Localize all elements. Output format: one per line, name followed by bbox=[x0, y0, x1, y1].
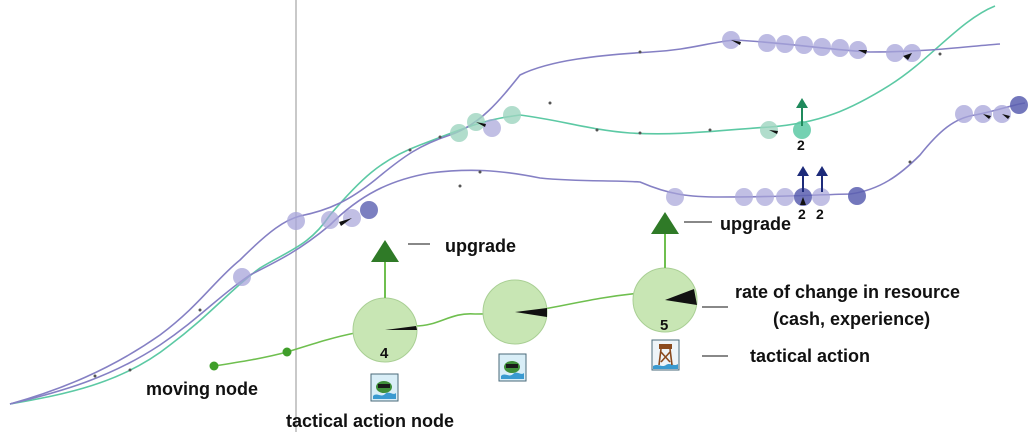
trajectory-node bbox=[955, 105, 973, 123]
label-moving-node: moving node bbox=[146, 379, 258, 399]
tactical-node-c-number: 5 bbox=[660, 317, 668, 334]
trajectory-node bbox=[1010, 96, 1028, 114]
label-tactical-action-node: tactical action node bbox=[286, 411, 454, 431]
teal-trajectory bbox=[9, 5, 996, 405]
blue-upgrade-arrow-1 bbox=[797, 166, 809, 192]
label-upgrade-right: upgrade bbox=[720, 214, 791, 234]
trajectory-nodes bbox=[233, 31, 1028, 286]
trajectory-node bbox=[483, 119, 501, 137]
blue-upgrade-count-2: 2 bbox=[816, 206, 824, 222]
teal-upgrade-arrow bbox=[796, 98, 808, 126]
trajectory-node bbox=[776, 188, 794, 206]
trajectory-node bbox=[758, 34, 776, 52]
tactical-node-a-number: 4 bbox=[380, 345, 389, 362]
blue-upgrade-count-1: 2 bbox=[798, 206, 806, 222]
blue-upgrade-arrow-2 bbox=[816, 166, 828, 192]
moving-node-dot bbox=[209, 361, 219, 371]
trajectory-node bbox=[776, 35, 794, 53]
tactical-action-icon bbox=[498, 353, 527, 382]
upgrade-marker-left bbox=[371, 240, 399, 298]
trajectory-wedges bbox=[339, 40, 1010, 226]
trajectory-node bbox=[360, 201, 378, 219]
tactical-node-a bbox=[352, 297, 418, 363]
trajectory-node bbox=[666, 188, 684, 206]
trajectory-node bbox=[503, 106, 521, 124]
trajectory-node bbox=[233, 268, 251, 286]
moving-node-path bbox=[213, 290, 681, 367]
path-dots bbox=[93, 50, 942, 378]
trajectory-node bbox=[450, 124, 468, 142]
trajectory-node bbox=[756, 188, 774, 206]
tower-icon bbox=[651, 339, 680, 371]
upgrade-marker-right bbox=[651, 212, 679, 268]
tactical-action-icon bbox=[370, 373, 399, 402]
trajectory-node bbox=[812, 188, 830, 206]
trajectory-node bbox=[886, 44, 904, 62]
moving-node-dot bbox=[282, 347, 292, 357]
trajectory-node bbox=[831, 39, 849, 57]
label-rate-line1: rate of change in resource bbox=[735, 282, 960, 302]
label-upgrade-left: upgrade bbox=[445, 236, 516, 256]
trajectory-node bbox=[735, 188, 753, 206]
trajectory-node bbox=[795, 36, 813, 54]
teal-upgrade-count: 2 bbox=[797, 137, 805, 153]
trajectory-node bbox=[848, 187, 866, 205]
label-rate-line2: (cash, experience) bbox=[773, 309, 930, 329]
purple-trajectory-lower bbox=[9, 102, 1026, 405]
label-tactical-action: tactical action bbox=[750, 346, 870, 366]
trajectory-node bbox=[793, 121, 811, 139]
tactical-node-c bbox=[632, 267, 698, 333]
trajectory-node bbox=[813, 38, 831, 56]
tactical-node-b bbox=[482, 279, 548, 345]
trajectory-node bbox=[321, 211, 339, 229]
trajectory-node bbox=[287, 212, 305, 230]
